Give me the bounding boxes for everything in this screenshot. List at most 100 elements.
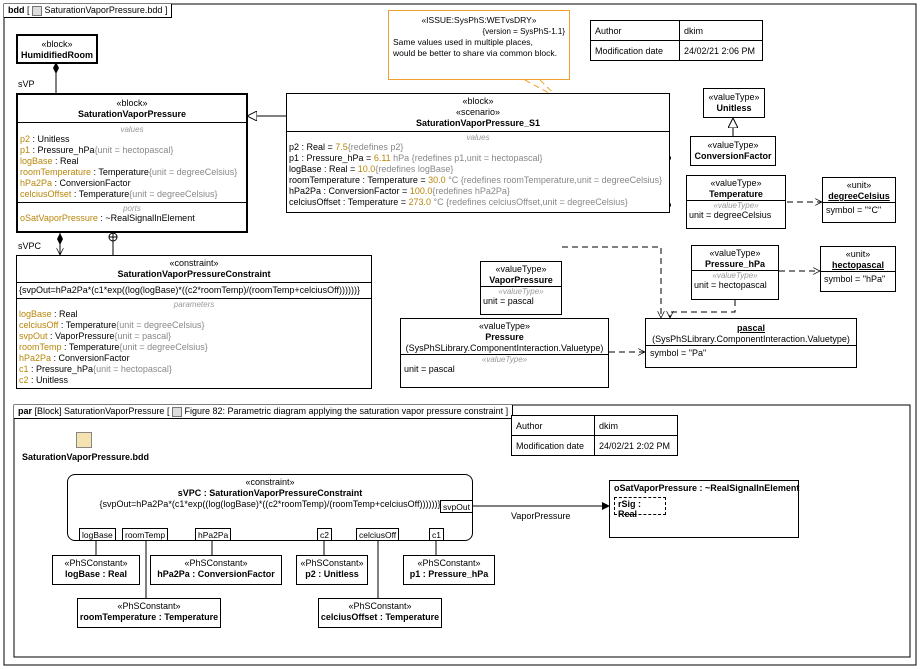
frame-kind: bdd — [8, 5, 25, 15]
note-version: {version = SysPhS-1.1} — [482, 27, 566, 36]
scenario-value-row: hPa2Pa : ConversionFactor = 100.0{redefi… — [289, 186, 667, 197]
author-label: Author — [590, 20, 680, 41]
valuetype-conversionfactor[interactable]: «valueType» ConversionFactor — [690, 136, 776, 166]
stereotype: «block» — [116, 98, 148, 108]
scenario-value-row: celciusOffset : Temperature = 273.0 °C {… — [289, 197, 667, 208]
section-header: «valueType» — [498, 287, 544, 296]
nested-port-rsig[interactable]: rSig : Real — [614, 497, 666, 519]
parameter-row: c2 : Unitless — [19, 375, 369, 386]
unit-name: pascal — [736, 323, 766, 333]
param-pin-svpout[interactable]: svpOut — [440, 500, 473, 513]
stereotype: «valueType» — [708, 92, 760, 102]
port-name: oSatVaporPressure — [20, 213, 98, 223]
param-pin-roomtemp[interactable]: roomTemp — [122, 528, 169, 541]
block-scenario[interactable]: «block» «scenario» SaturationVaporPressu… — [286, 93, 670, 213]
property-declaration: celciusOffset : Temperature = — [289, 197, 409, 207]
constraint-block[interactable]: «constraint» SaturationVaporPressureCons… — [16, 255, 372, 389]
frame-name: SaturationVaporPressure.bdd — [44, 5, 163, 15]
ports-header: ports — [123, 204, 141, 213]
scenario-value-row: p2 : Real = 7.5{redefines p2} — [289, 142, 667, 153]
parameter-row: logBase : Real — [19, 309, 369, 320]
param-pin-hpa2pa[interactable]: hPa2Pa — [195, 528, 232, 541]
stereotype: «PhSConstant» — [64, 558, 128, 568]
scenario-value-row: p1 : Pressure_hPa = 6.11 hPa {redefines … — [289, 153, 667, 164]
valuetype-pressure[interactable]: «valueType» Pressure (SysPhSLibrary.Comp… — [400, 318, 609, 388]
stereotype: «PhSConstant» — [300, 558, 364, 568]
port-osatvaporpressure[interactable]: oSatVaporPressure : ~RealSignalInElement… — [609, 480, 799, 538]
type-qualifier: (SysPhSLibrary.ComponentInteraction.Valu… — [405, 343, 604, 353]
parameter-constraint: {unit = degreeCelsius} — [116, 320, 205, 330]
phs-constant-celciusoffset[interactable]: «PhSConstant» celciusOffset : Temperatur… — [318, 598, 442, 628]
block-name: SaturationVaporPressure — [77, 109, 187, 119]
property-declaration: roomTemperature : Temperature = — [289, 175, 429, 185]
phs-constant-p2[interactable]: «PhSConstant» p2 : Unitless — [296, 555, 368, 585]
block-name: HumidifiedRoom — [21, 50, 93, 60]
type-name: Pressure — [485, 332, 524, 342]
parameters-header: parameters — [173, 300, 215, 309]
property-constraint: {unit = degreeCelsius} — [148, 167, 238, 177]
type-property: unit = pascal — [483, 296, 534, 306]
value-property-row: p1 : Pressure_hPa{unit = hectopascal} — [20, 145, 244, 156]
bdd-link-icon[interactable] — [76, 432, 92, 448]
mod-date-value: 24/02/21 2:02 PM — [594, 435, 678, 456]
mod-date-label: Modification date — [590, 40, 680, 61]
parameter-name: celciusOff — [19, 320, 59, 330]
property-declaration: logBase : Real = — [289, 164, 358, 174]
phs-constant-hpa2pa[interactable]: «PhSConstant» hPa2Pa : ConversionFactor — [150, 555, 282, 585]
property-declaration: hPa2Pa : ConversionFactor = — [289, 186, 410, 196]
valuetype-unitless[interactable]: «valueType» Unitless — [703, 88, 765, 118]
property-name: hPa2Pa — [20, 178, 53, 188]
block-humidifiedroom[interactable]: «block» HumidifiedRoom — [16, 34, 98, 64]
property-constraint: {unit = hectopascal} — [94, 145, 174, 155]
constant-name: roomTemperature : Temperature — [79, 612, 219, 622]
stereotype: «PhSConstant» — [417, 558, 481, 568]
param-pin-c2[interactable]: c2 — [317, 528, 332, 541]
note-title: «ISSUE:SysPhS:WETvsDRY» — [421, 15, 537, 25]
property-redefinition: {redefines hPa2Pa} — [432, 186, 510, 196]
property-redefinition: {redefines p2} — [347, 142, 404, 152]
bdd-link-label[interactable]: SaturationVaporPressure.bdd — [22, 452, 150, 462]
property-type: : Pressure_hPa — [30, 145, 95, 155]
issue-note[interactable]: «ISSUE:SysPhS:WETvsDRY» {version = SysPh… — [388, 10, 570, 80]
scenario-value-row: roomTemperature : Temperature = 30.0 °C … — [289, 175, 667, 186]
property-type: : Temperature — [91, 167, 149, 177]
type-property: unit = degreeCelsius — [689, 210, 772, 220]
bdd-frame-tab: bdd [ SaturationVaporPressure.bdd ] — [4, 4, 173, 18]
stereotype: «constraint» — [169, 258, 219, 268]
valuetype-temperature[interactable]: «valueType» Temperature «valueType» unit… — [686, 175, 786, 229]
section-header: «valueType» — [712, 271, 758, 280]
note-text-1: Same values used in multiple places, — [393, 37, 533, 47]
unit-pascal[interactable]: pascal (SysPhSLibrary.ComponentInteracti… — [645, 318, 857, 368]
parameter-name: c1 — [19, 364, 29, 374]
valuetype-vaporpressure[interactable]: «valueType» VaporPressure «valueType» un… — [480, 261, 562, 315]
bdd-frame-border — [3, 3, 917, 666]
parameter-type: : Unitless — [28, 375, 69, 385]
param-pin-c1[interactable]: c1 — [429, 528, 444, 541]
parameter-name: c2 — [19, 375, 29, 385]
unit-name: degreeCelsius — [828, 191, 890, 201]
phs-constant-p1[interactable]: «PhSConstant» p1 : Pressure_hPa — [403, 555, 495, 585]
nested-port-name: rSig : Real — [618, 499, 642, 519]
role-label-svp: sVP — [18, 79, 35, 89]
valuetype-pressure-hpa[interactable]: «valueType» Pressure_hPa «valueType» uni… — [691, 245, 779, 300]
stereotype: «valueType» — [707, 140, 759, 150]
unit-degreecelsius[interactable]: «unit» degreeCelsius symbol = "°C" — [822, 177, 896, 223]
value-property-row: p2 : Unitless — [20, 134, 244, 145]
note-text-2: would be better to share via common bloc… — [393, 48, 557, 58]
stereotype: «unit» — [845, 249, 871, 259]
unit-hectopascal[interactable]: «unit» hectopascal symbol = "hPa" — [820, 246, 896, 292]
parameter-name: svpOut — [19, 331, 48, 341]
phs-constant-logbase[interactable]: «PhSConstant» logBase : Real — [52, 555, 140, 585]
parameter-name: roomTemp — [19, 342, 62, 352]
param-pin-logbase[interactable]: logBase — [79, 528, 116, 541]
scenario-values-list: p2 : Real = 7.5{redefines p2}p1 : Pressu… — [289, 142, 667, 208]
stereotype: «valueType» — [478, 321, 531, 331]
param-pin-celciusoff[interactable]: celciusOff — [356, 528, 400, 541]
constraint-name: SaturationVaporPressureConstraint — [117, 269, 271, 279]
property-redefinition: {redefines logBase} — [375, 164, 454, 174]
block-saturationvaporpressure[interactable]: «block» SaturationVaporPressure values p… — [16, 93, 248, 233]
phs-constant-roomtemperature[interactable]: «PhSConstant» roomTemperature : Temperat… — [77, 598, 221, 628]
parameter-row: roomTemp : Temperature{unit = degreeCels… — [19, 342, 369, 353]
